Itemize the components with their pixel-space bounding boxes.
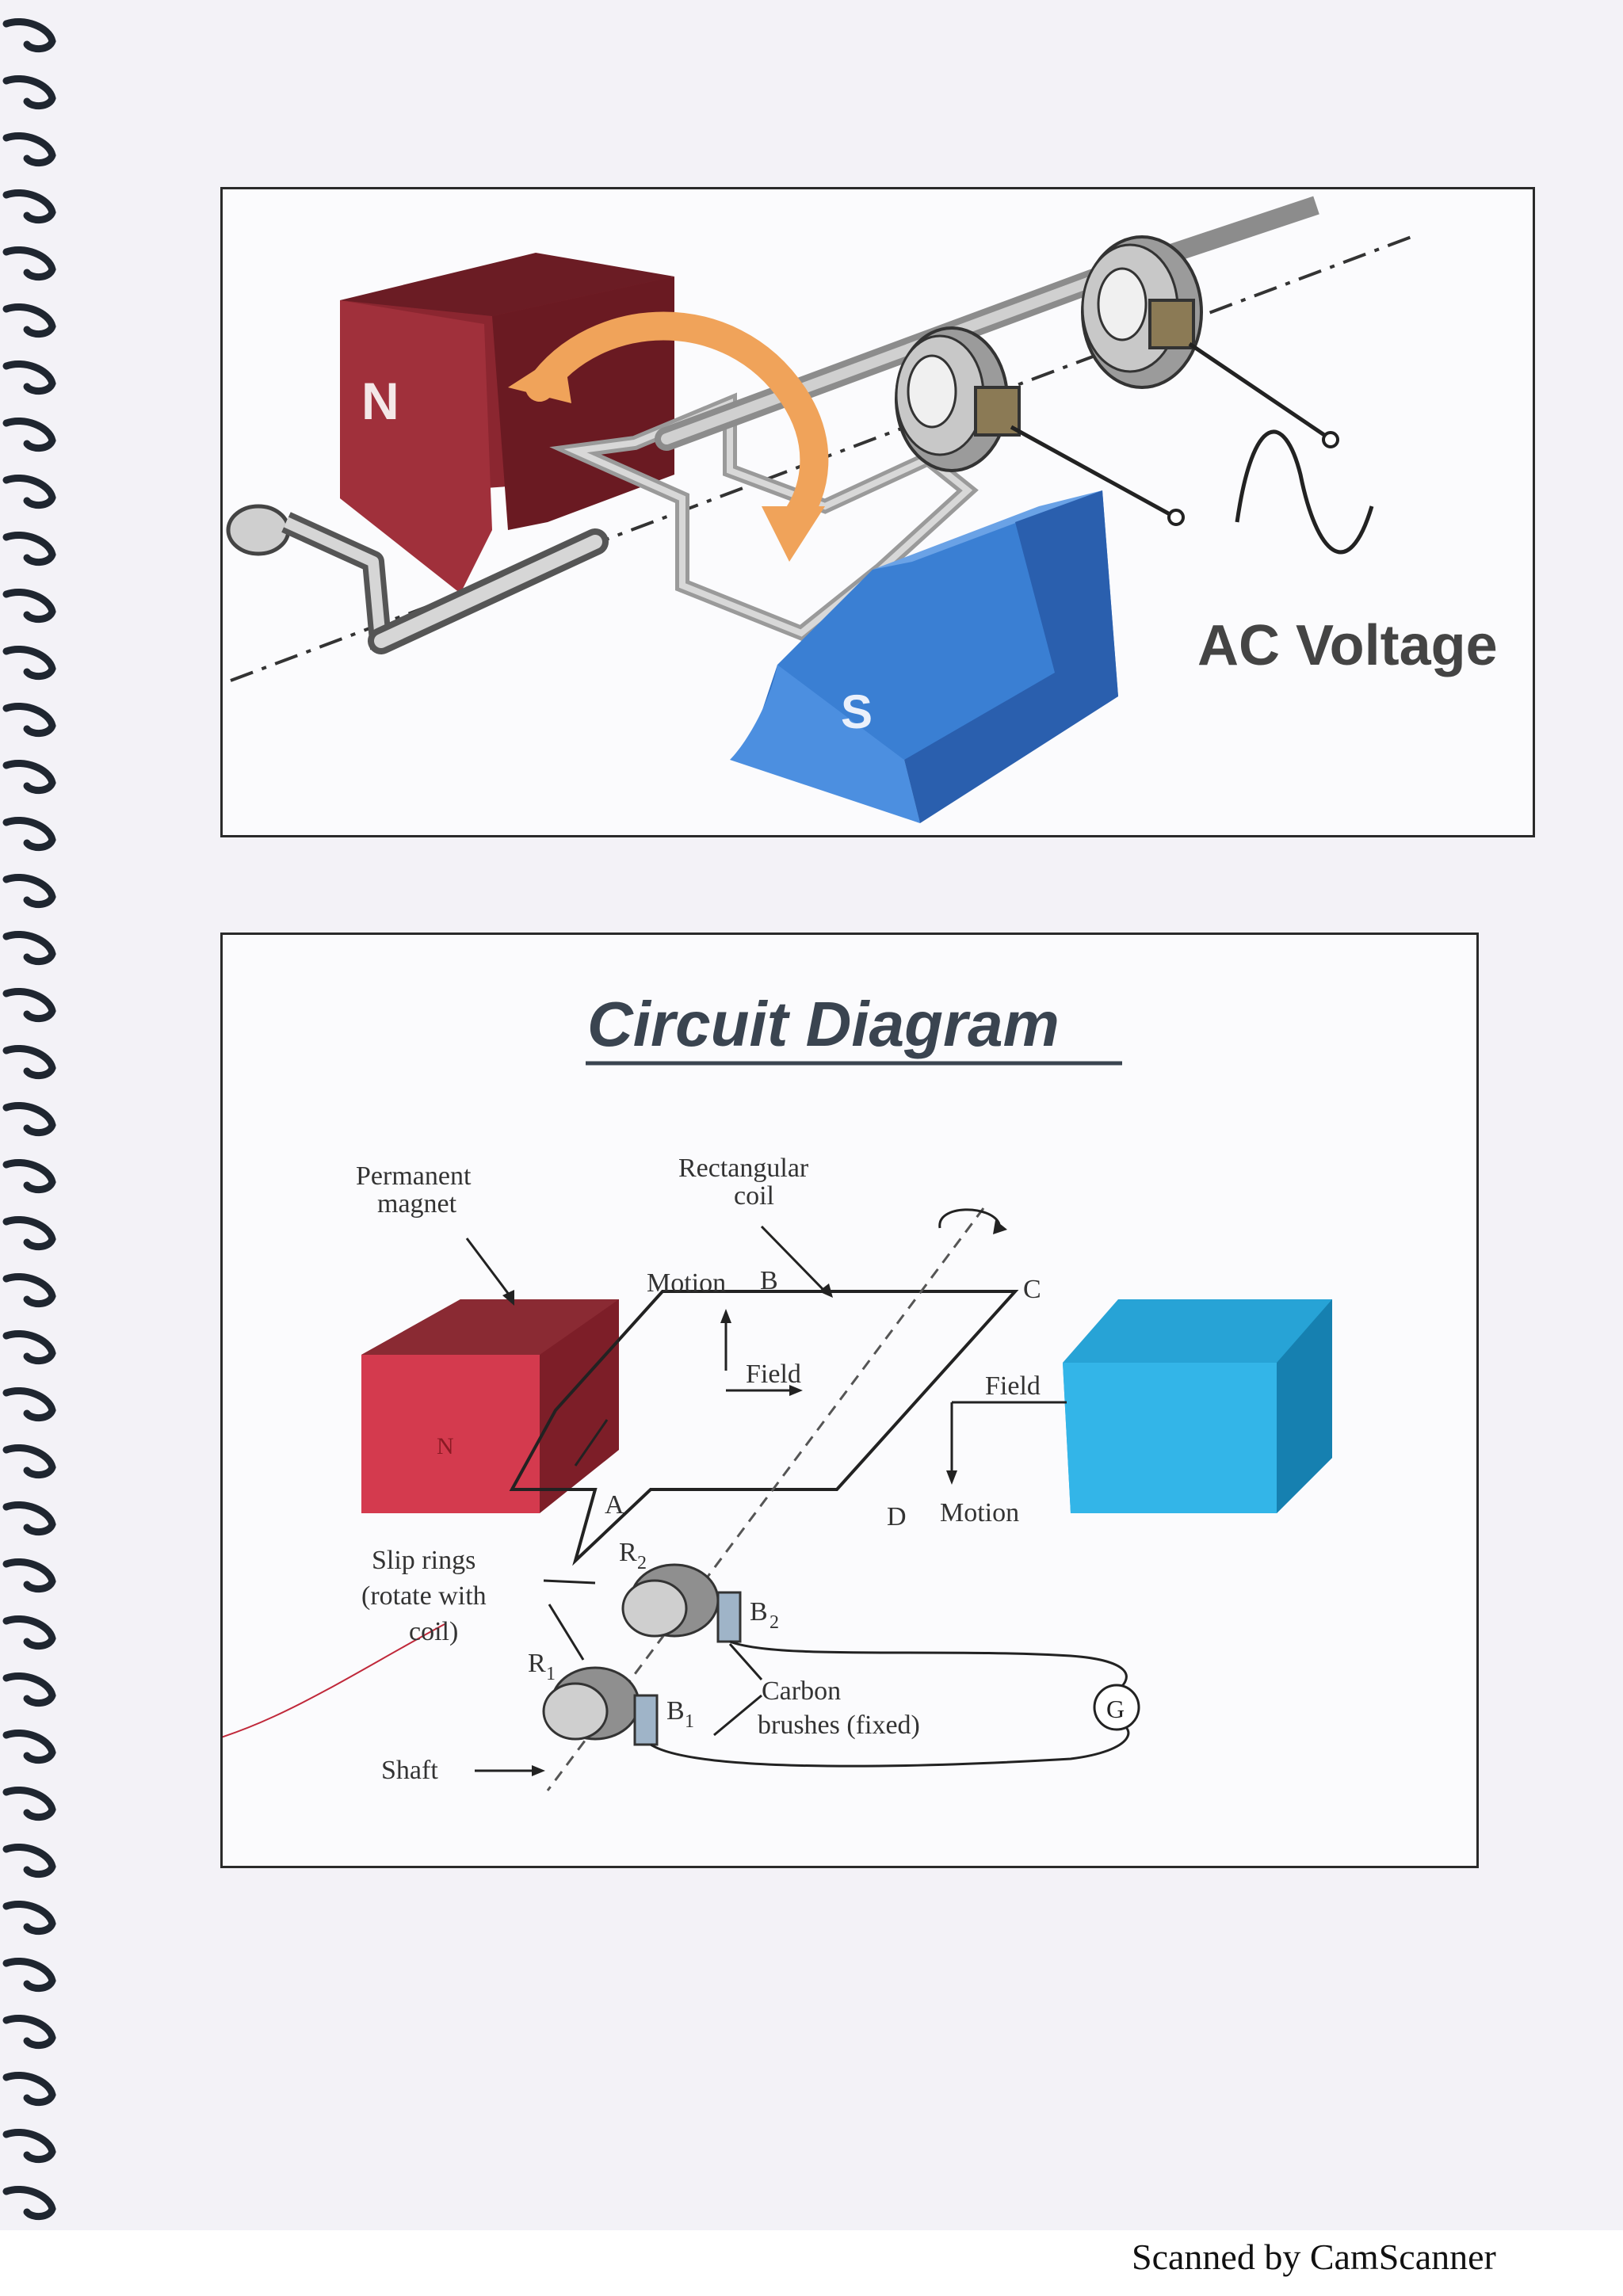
spiral-binding <box>2 17 56 2220</box>
label-magnet: magnet <box>377 1189 457 1219</box>
ac-waveform-icon <box>1235 429 1374 555</box>
label-r1-sub: 1 <box>546 1664 556 1684</box>
rectangular-coil <box>509 1290 1019 1566</box>
label-rotate-with: (rotate with <box>361 1581 487 1611</box>
ac-generator-figure: N <box>220 187 1535 837</box>
binding-coil <box>2 1672 56 1707</box>
north-cube-label: N <box>437 1433 454 1459</box>
ac-voltage-label: AC Voltage <box>1197 614 1498 677</box>
label-rectangular: Rectangular <box>678 1154 809 1183</box>
south-label: S <box>841 685 873 738</box>
slip-ring-r1 <box>542 1666 640 1741</box>
binding-coil <box>2 702 56 737</box>
binding-coil <box>2 588 56 623</box>
binding-coil <box>2 1386 56 1421</box>
binding-coil <box>2 1444 56 1478</box>
label-brushes-fixed: brushes (fixed) <box>758 1711 920 1740</box>
binding-coil <box>2 246 56 280</box>
binding-coil <box>2 17 56 52</box>
label-field-inner: Field <box>746 1360 801 1389</box>
label-coil: coil <box>734 1181 774 1211</box>
label-permanent: Permanent <box>356 1161 472 1191</box>
binding-coil <box>2 816 56 851</box>
galvanometer <box>1093 1684 1140 1731</box>
label-coil-close: coil) <box>409 1617 458 1646</box>
label-field-right: Field <box>985 1371 1041 1401</box>
north-label: N <box>361 372 399 430</box>
pen-stroke <box>223 1623 445 1738</box>
slip-ring-r2 <box>621 1563 720 1638</box>
binding-coil <box>2 1957 56 1992</box>
binding-coil <box>2 1729 56 1764</box>
brush-b2 <box>716 1591 742 1643</box>
circuit-diagram-figure: Circuit Diagram N <box>220 933 1479 1868</box>
brush-2 <box>1148 299 1195 349</box>
binding-coil <box>2 531 56 566</box>
binding-coil <box>2 74 56 109</box>
label-slip-rings: Slip rings <box>372 1546 475 1575</box>
label-r2-sub: 2 <box>637 1553 647 1573</box>
label-point-d: D <box>887 1502 907 1531</box>
coil-axis <box>546 1207 985 1791</box>
binding-coil <box>2 2071 56 2106</box>
label-b1-sub: 1 <box>685 1711 694 1732</box>
label-point-b: B <box>760 1266 778 1295</box>
north-magnet-cube <box>361 1299 619 1513</box>
label-point-c: C <box>1023 1275 1041 1304</box>
binding-coil <box>2 1329 56 1364</box>
binding-coil <box>2 1044 56 1079</box>
label-b2: B <box>750 1597 768 1627</box>
binding-coil <box>2 1101 56 1136</box>
label-point-a: A <box>605 1490 624 1520</box>
binding-coil <box>2 1900 56 1935</box>
binding-coil <box>2 1843 56 1878</box>
crank-handle <box>226 504 609 654</box>
rotation-arrow <box>525 311 829 536</box>
scanner-watermark: Scanned by CamScanner <box>1132 2237 1496 2277</box>
binding-coil <box>2 759 56 794</box>
binding-coil <box>2 2185 56 2220</box>
south-magnet <box>730 490 1118 823</box>
binding-coil <box>2 1615 56 1650</box>
label-r1: R <box>528 1649 546 1678</box>
binding-coil <box>2 1272 56 1307</box>
binding-coil <box>2 1501 56 1535</box>
label-b1: B <box>666 1696 685 1726</box>
binding-coil <box>2 645 56 680</box>
binding-coil <box>2 132 56 166</box>
binding-coil <box>2 1158 56 1193</box>
binding-coil <box>2 987 56 1022</box>
binding-coil <box>2 2128 56 2163</box>
binding-coil <box>2 474 56 509</box>
label-r2: R <box>619 1538 637 1567</box>
label-motion-top: Motion <box>647 1268 726 1298</box>
label-carbon: Carbon <box>762 1676 841 1706</box>
binding-coil <box>2 1558 56 1592</box>
binding-coil <box>2 1215 56 1250</box>
binding-coil <box>2 417 56 452</box>
binding-coil <box>2 2014 56 2049</box>
label-motion-bottom: Motion <box>940 1498 1019 1527</box>
binding-coil <box>2 360 56 395</box>
circuit-title: Circuit Diagram <box>587 989 1060 1059</box>
binding-coil <box>2 873 56 908</box>
south-magnet-cube <box>1063 1299 1332 1513</box>
label-shaft: Shaft <box>381 1756 438 1785</box>
label-b2-sub: 2 <box>769 1612 779 1633</box>
binding-coil <box>2 303 56 338</box>
binding-coil <box>2 930 56 965</box>
galvanometer-label: G <box>1106 1695 1125 1723</box>
brush-b1 <box>633 1694 659 1746</box>
binding-coil <box>2 189 56 223</box>
binding-coil <box>2 1786 56 1821</box>
